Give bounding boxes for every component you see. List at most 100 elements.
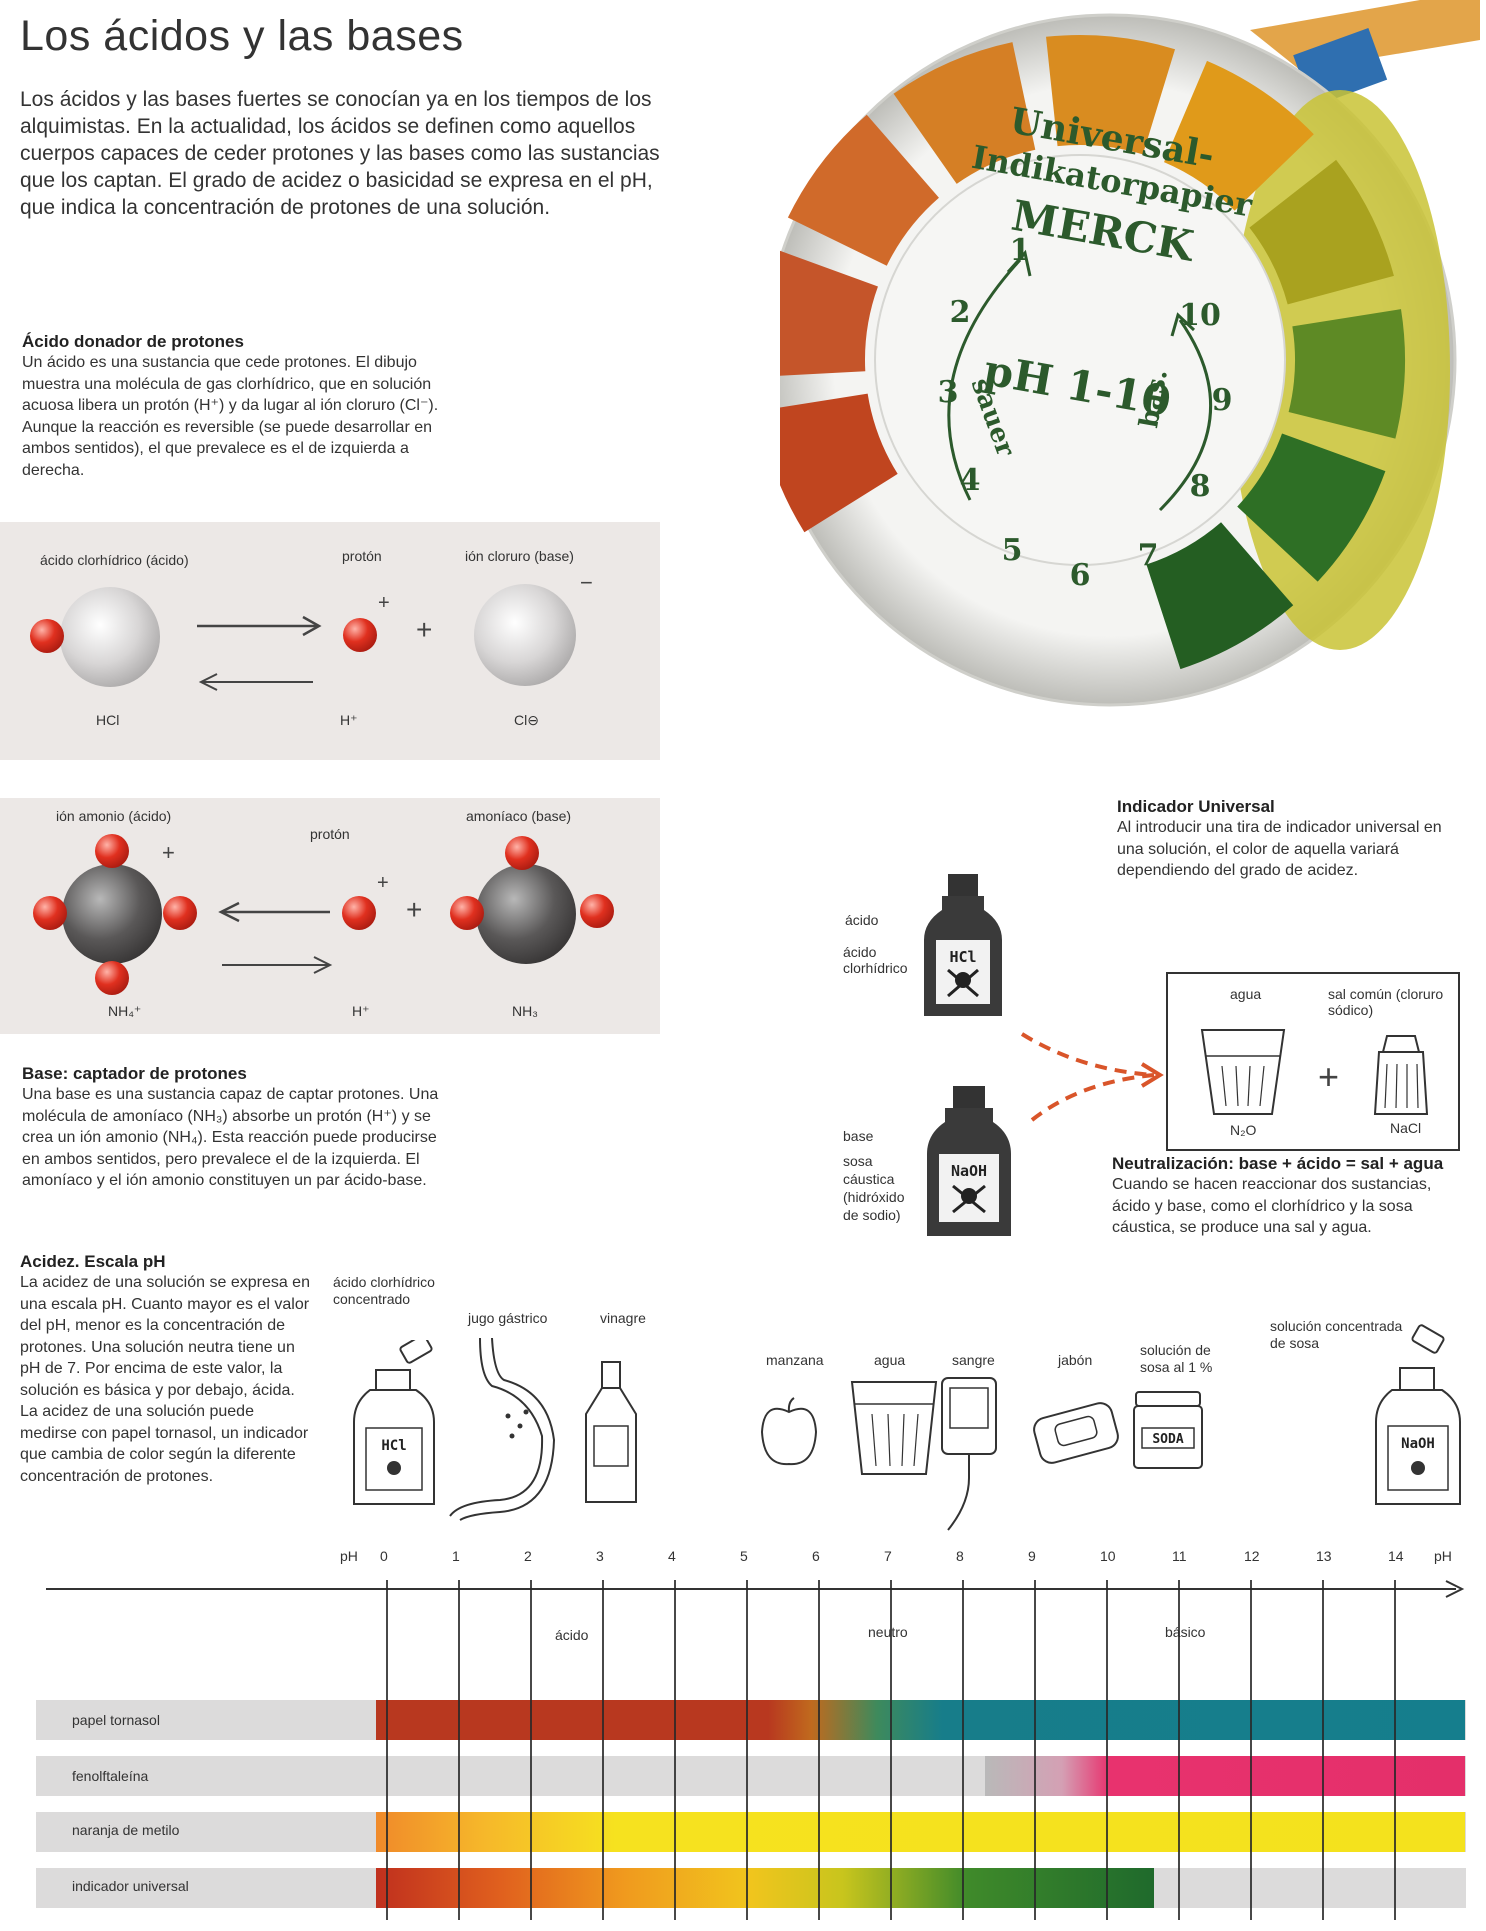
dial-number-4: 4 [960,463,981,498]
ph-gridline-2 [530,1580,532,1920]
hcl-conc-label: ácido clorhídrico concentrado [333,1274,435,1307]
manzana-label: manzana [766,1352,824,1368]
ph-tick-label-14: 14 [1388,1548,1404,1564]
salt-shaker-icon [1373,1035,1429,1115]
reaction-arrows [1020,1032,1164,1122]
dial-center [874,154,1286,566]
h-atom-left [33,896,67,930]
sauer-arrow [947,258,1022,501]
bas-arrowhead [1170,312,1196,337]
naoh-bottle-icon: NaOH [927,1086,1011,1236]
ph-tick-label-8: 8 [956,1548,964,1564]
dial-segment-4 [893,42,1036,184]
ph-tick-label-3: 3 [596,1548,604,1564]
intro-paragraph: Los ácidos y las bases fuertes se conocí… [20,88,660,219]
naoh-bottle-text: NaOH [951,1162,987,1180]
acidity-heading: Acidez. Escala pH [20,1252,166,1271]
ph-gridline-6 [818,1580,820,1920]
band-universal-label: indicador universal [72,1878,189,1894]
jabon-label: jabón [1058,1352,1093,1368]
base-acceptor-section: Base: captador de protones Una base es u… [22,1064,452,1192]
ph-tick-label-2: 2 [524,1548,532,1564]
band-litmus-label: papel tornasol [72,1712,160,1728]
acid-donor-section: Ácido donador de protones Un ácido es un… [22,332,452,481]
jugo-label: jugo gástrico [468,1310,548,1326]
band-phenol-label: fenolftaleína [72,1768,149,1784]
neutralization-body: Cuando se hacen reaccionar dos sustancia… [1112,1176,1432,1236]
ph-tick-label-10: 10 [1100,1548,1116,1564]
ph-tick-label-4: 4 [668,1548,676,1564]
plus-sign: + [416,614,433,645]
dial-segment-8 [1288,309,1405,439]
zone-basic-label: básico [1165,1624,1206,1640]
acid-label: ácido [845,912,879,928]
universal-indicator-heading: Indicador Universal [1117,797,1275,816]
dial-number-3: 3 [938,375,959,410]
dial-number-1: 1 [1010,233,1031,268]
water-glass-icon [1200,1029,1286,1115]
ph-gridline-9 [1034,1580,1036,1920]
acidity-body: La acidez de una solución se expresa en … [20,1274,310,1485]
base-name: sosa cáustica (hidróxido de sodio) [843,1153,905,1223]
universal-indicator-body: Al introducir una tira de indicador univ… [1117,819,1442,879]
dial-segment-9 [1237,433,1386,582]
proton-charge-2: + [377,872,389,894]
ph-gridline-4 [674,1580,676,1920]
vinegar-bottle-icon [585,1361,637,1503]
sauer-arrowhead [1006,249,1032,277]
forward-arrow [197,615,322,637]
reverse-arrow [198,673,313,691]
ph-tick-label-7: 7 [884,1548,892,1564]
apple-icon [760,1397,818,1466]
hcl-bottle-icon: HCl [924,874,1002,1016]
ph-gridline-8 [962,1580,964,1920]
ammonia-nitrogen [476,864,576,964]
band-litmus-color [376,1700,1465,1740]
ph-gridline-13 [1322,1580,1324,1920]
nh4-formula: NH₄⁺ [108,1003,142,1019]
chloride-label: ión cloruro (base) [465,548,574,564]
ammonium-charge: + [162,840,175,865]
sangre-label: sangre [952,1352,995,1368]
hcl-label: ácido clorhídrico (ácido) [40,552,189,568]
nh3-h-left [450,896,484,930]
chloride-charge: − [580,570,593,595]
dial-number-10: 10 [1179,298,1221,333]
chloride-ion [474,584,576,686]
nh3-h-top [505,836,539,870]
acid-donor-heading: Ácido donador de protones [22,332,244,351]
ph-gridline-0 [386,1580,388,1920]
neutralization-section: Neutralización: base + ácido = sal + agu… [1112,1154,1462,1239]
ph-axis-arrowhead [1445,1580,1465,1598]
ph-gridline-5 [746,1580,748,1920]
color-segments [780,35,1405,670]
h-formula-2: H⁺ [352,1003,370,1019]
ph-gridline-12 [1250,1580,1252,1920]
ph-tick-label-0: 0 [380,1548,388,1564]
proton-label: protón [342,548,382,564]
neutralization-heading: Neutralización: base + ácido = sal + agu… [1112,1154,1444,1173]
ammonia-label: amoníaco (base) [466,808,572,824]
band-methyl-label: naranja de metilo [72,1822,180,1838]
nitrogen-atom [62,864,162,964]
water-glass-small-icon [850,1381,938,1475]
agua-label: agua [874,1352,906,1368]
hcl-diagram: ácido clorhídrico (ácido) protón ión clo… [0,522,660,760]
dial-number-6: 6 [1070,558,1091,593]
base-acceptor-heading: Base: captador de protones [22,1064,247,1083]
ph-tick-label-5: 5 [740,1548,748,1564]
dial-number-7: 7 [1138,538,1159,573]
band-phenol-color [985,1756,1465,1796]
base-label: base [843,1128,874,1144]
base-acceptor-body: Una base es una sustancia capaz de capta… [22,1086,439,1189]
merck-indicator-dial: Universal- Indikatorpapier MERCK pH 1-10… [780,0,1480,707]
plus-sign-neutral: + [1318,1056,1340,1097]
h-atom-top [95,834,129,868]
reverse-arrow-2 [218,901,330,923]
dial-number-8: 8 [1190,469,1211,504]
plus-sign-2: + [406,894,423,925]
ph-gridline-1 [458,1580,460,1920]
ph-axis-label-right: pH [1434,1548,1452,1564]
dial-segment-2 [780,250,878,376]
